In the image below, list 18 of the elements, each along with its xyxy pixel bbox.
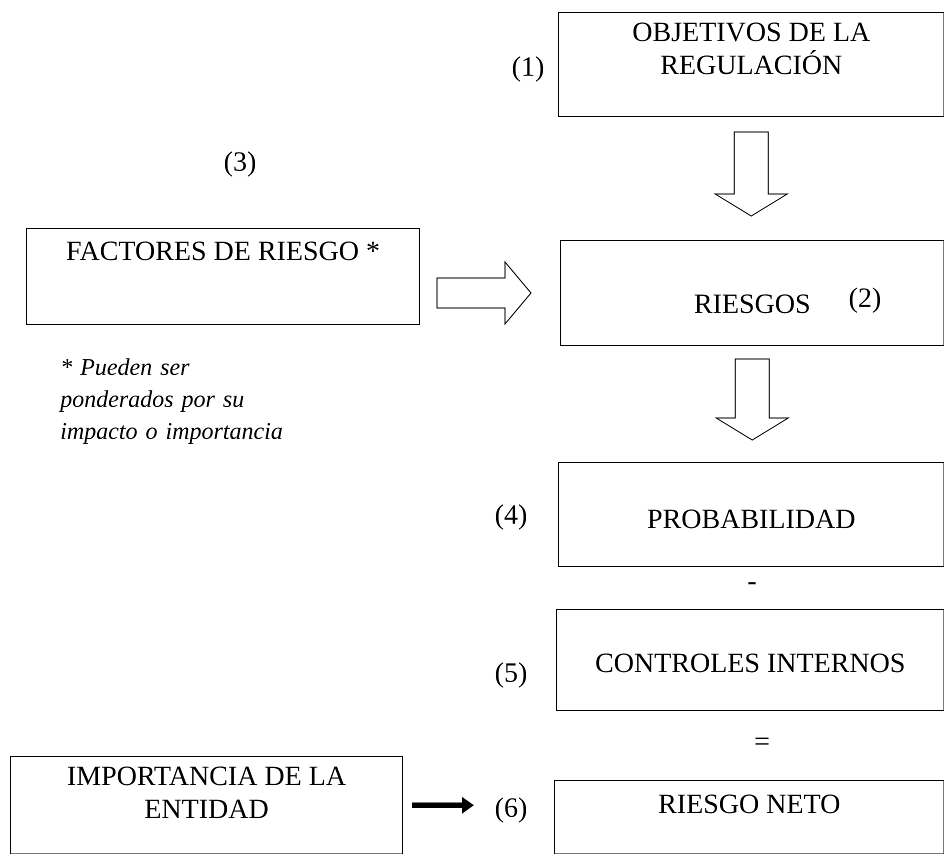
process-box: RIESGOS (2) — [560, 240, 944, 346]
process-box: CONTROLES INTERNOS — [556, 609, 944, 711]
block-arrow — [713, 132, 790, 217]
process-box: RIESGO NETO — [554, 780, 944, 854]
footnote: * Pueden ser ponderados por su impacto o importancia — [58, 358, 282, 444]
block-arrow — [436, 260, 532, 326]
step-number: (3) — [224, 151, 256, 177]
process-box: IMPORTANCIA DE LA ENTIDAD — [10, 756, 403, 854]
process-box: PROBABILIDAD — [558, 462, 944, 567]
block-arrow — [714, 358, 790, 441]
operator-sign: = — [756, 738, 769, 745]
operator-sign: - — [748, 582, 756, 584]
process-box: FACTORES DE RIESGO * — [26, 228, 420, 325]
step-number: (6) — [496, 797, 526, 823]
step-number: (1) — [512, 56, 544, 82]
process-box: OBJETIVOS DE LA REGULACIÓN — [558, 12, 944, 117]
step-number: (5) — [496, 662, 526, 688]
step-number: (4) — [496, 504, 526, 530]
